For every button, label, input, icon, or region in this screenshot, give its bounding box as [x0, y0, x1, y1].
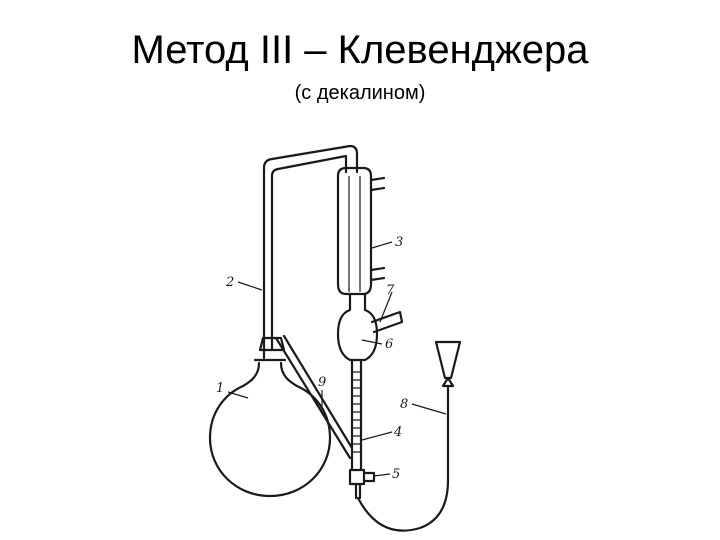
- round-flask: [208, 358, 332, 498]
- part-labels: 1 2 3 7 6 9 4 8 5: [216, 235, 408, 482]
- label-side-arm: 7: [386, 283, 395, 298]
- slide-subtitle: (с декалином): [294, 82, 426, 104]
- label-separator: 6: [385, 337, 393, 352]
- label-return-tube: 9: [318, 375, 326, 390]
- stopcock: [348, 468, 376, 500]
- levelling-tube-and-funnel: [356, 340, 462, 532]
- label-stopcock: 5: [392, 467, 400, 482]
- leader-lines: [227, 241, 447, 477]
- label-graduated-tube: 4: [393, 425, 402, 440]
- label-condenser: 3: [395, 235, 403, 250]
- label-levelling-tube: 8: [400, 397, 408, 412]
- vapour-tube: [262, 144, 359, 360]
- separator-bulb: [336, 292, 404, 362]
- flask-joint: [258, 336, 286, 352]
- slide-title: Метод III – Клевенджера: [131, 28, 589, 72]
- label-vapour-tube: 2: [225, 275, 234, 290]
- label-flask: 1: [216, 381, 224, 396]
- graduated-tube: [350, 358, 363, 472]
- return-tube: [274, 334, 354, 460]
- condenser: [336, 166, 386, 296]
